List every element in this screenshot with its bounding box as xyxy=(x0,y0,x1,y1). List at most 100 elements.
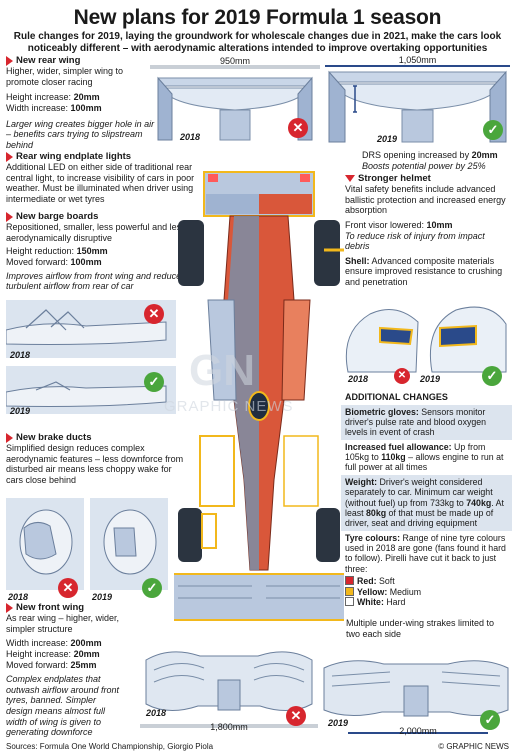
drs-text: DRS opening increased by xyxy=(362,150,472,160)
additional-changes: ADDITIONAL CHANGES Biometric gloves: Sen… xyxy=(341,390,512,609)
tyres-label: Tyre colours: xyxy=(345,532,401,543)
weight-value-1: 740kg xyxy=(466,497,492,508)
endplate-lights-desc: Additional LED on either side of traditi… xyxy=(6,162,195,205)
barge-moved-label: Moved forward: xyxy=(6,257,69,268)
barge-board-2018-illustration: ✕ xyxy=(6,300,176,358)
brake-duct-2018-illustration: ✕ xyxy=(6,498,84,598)
footer-sources: Sources: Formula One World Championship,… xyxy=(6,742,214,751)
endplate-lights-title: Rear wing endplate lights xyxy=(16,151,132,162)
cross-icon: ✕ xyxy=(144,304,164,324)
front-height-label: Height increase: xyxy=(6,649,72,660)
brake-ducts-desc: Simplified design reduces complex aerody… xyxy=(6,443,184,486)
helmet-year-old: 2018 xyxy=(348,374,369,384)
cross-icon: ✕ xyxy=(288,118,308,138)
tyre-item-white: White: Hard xyxy=(345,596,508,607)
barge-board-2019-illustration: ✓ xyxy=(6,366,176,414)
arrow-marker-icon xyxy=(6,602,13,613)
front-wing-new-width: 2,000mm xyxy=(399,726,437,736)
front-width-label: Width increase: xyxy=(6,638,69,649)
front-wing-old-width: 1,800mm xyxy=(210,722,248,732)
page-title: New plans for 2019 Formula 1 season xyxy=(73,6,442,29)
arrow-marker-icon xyxy=(6,432,13,443)
tyre-item-yellow: Yellow: Medium xyxy=(345,586,508,597)
arrow-marker-icon xyxy=(6,211,13,222)
brake-ducts-section: New brake ducts Simplified design reduce… xyxy=(6,432,186,486)
rear-wing-height-value: 20mm xyxy=(73,92,100,103)
helmet-year-new: 2019 xyxy=(420,374,441,384)
barge-boards-note: Improves airflow from front wing and red… xyxy=(6,270,186,292)
rear-wing-section: New rear wing Higher, wider, simpler win… xyxy=(6,55,156,150)
visor-note: To reduce risk of injury from impact deb… xyxy=(345,230,485,252)
front-wing-section: New front wing As rear wing – higher, wi… xyxy=(6,602,126,738)
watermark-logo: GN xyxy=(189,346,255,395)
fuel-value: 110kg xyxy=(381,452,406,463)
rear-wing-width-value: 100mm xyxy=(70,103,102,114)
rear-wing-height-label: Height increase: xyxy=(6,92,72,103)
barge-boards-section: New barge boards Repositioned, smaller, … xyxy=(6,211,196,292)
rear-wing-2019-illustration: 1,050mm 2019 ✓ xyxy=(325,55,510,148)
helmet-section: Stronger helmet Vital safety benefits in… xyxy=(345,173,510,288)
rear-wing-year-new: 2019 xyxy=(377,134,398,144)
arrow-marker-icon xyxy=(6,55,13,66)
gloves-row: Biometric gloves: Sensors monitor driver… xyxy=(341,404,512,440)
weight-label: Weight: xyxy=(345,476,378,487)
tyre-swatch-yellow xyxy=(345,586,354,596)
shell-label: Shell: xyxy=(345,255,370,266)
rear-wing-year-old: 2018 xyxy=(180,132,201,142)
drs-value: 20mm xyxy=(471,150,498,160)
barge-year-old: 2018 xyxy=(10,350,31,360)
rear-wing-2018-illustration: 950mm 2018 ✕ xyxy=(150,56,320,146)
fuel-label: Increased fuel allowance: xyxy=(345,441,452,452)
rear-wing-title: New rear wing xyxy=(16,55,81,66)
rear-wing-new-width: 1,050mm xyxy=(398,55,437,65)
endplate-lights-section: Rear wing endplate lights Additional LED… xyxy=(6,151,206,205)
tyre-swatch-white xyxy=(345,596,354,606)
tyre-item-red: Red: Soft xyxy=(345,576,508,586)
tyres-row: Tyre colours: Range of nine tyre colours… xyxy=(341,531,512,610)
tyre-swatch-red xyxy=(345,576,354,586)
check-icon: ✓ xyxy=(482,366,502,386)
front-wing-year-new: 2019 xyxy=(328,718,349,728)
visor-label: Front visor lowered: xyxy=(345,220,425,231)
check-icon: ✓ xyxy=(144,372,164,392)
footer-credit: © GRAPHIC NEWS xyxy=(438,742,509,751)
drs-section: DRS opening increased by 20mm Boosts pot… xyxy=(362,150,512,171)
weight-text-3: of that must be made up of driver, seat … xyxy=(345,507,494,529)
watermark-text: GRAPHIC NEWS xyxy=(164,398,294,415)
check-icon: ✓ xyxy=(480,710,500,730)
front-wing-2019-illustration: 2019 2,000mm ✓ xyxy=(320,648,512,740)
fuel-text-2: – allows engine to run at full power at … xyxy=(345,452,504,473)
arrow-down-icon xyxy=(345,175,355,183)
front-moved-label: Moved forward: xyxy=(6,659,69,670)
front-wing-note: Complex endplates that outwash airflow a… xyxy=(6,674,120,738)
cross-icon: ✕ xyxy=(394,368,410,384)
barge-year-new: 2019 xyxy=(10,406,31,416)
weight-value-2: 80kg xyxy=(366,507,387,518)
barge-moved-value: 100mm xyxy=(70,257,102,268)
drs-note: Boosts potential power by 25% xyxy=(362,160,486,171)
brake-duct-2019-illustration: ✓ xyxy=(90,498,168,598)
under-wing-note: Multiple under-wing strakes limited to t… xyxy=(346,618,495,639)
car-illustration: GN GRAPHIC NEWS xyxy=(164,150,344,630)
check-icon: ✓ xyxy=(483,120,503,140)
barge-height-value: 150mm xyxy=(76,246,108,257)
shell-text: Advanced composite materials ensure impr… xyxy=(345,255,503,288)
intro-text: Rule changes for 2019, laying the ground… xyxy=(13,31,502,55)
front-height-value: 20mm xyxy=(73,649,100,660)
gloves-text: Sensors monitor driver's pulse rate and … xyxy=(345,406,487,438)
front-moved-value: 25mm xyxy=(70,659,97,670)
rear-wing-width-label: Width increase: xyxy=(6,103,69,114)
helmet-desc: Vital safety benefits include advanced b… xyxy=(345,184,506,216)
weight-text-1: Driver's weight considered separately to… xyxy=(345,476,493,508)
tyres-text: Range of nine tyre colours used in 2018 … xyxy=(345,532,506,574)
visor-value: 10mm xyxy=(426,220,453,231)
barge-boards-desc: Repositioned, smaller, less powerful and… xyxy=(6,222,186,243)
front-wing-2018-illustration: 1,800mm ✕ xyxy=(140,640,318,736)
helmet-title: Stronger helmet xyxy=(358,173,431,184)
barge-height-label: Height reduction: xyxy=(6,246,75,257)
check-icon: ✓ xyxy=(142,578,162,598)
cross-icon: ✕ xyxy=(58,578,78,598)
fuel-row: Increased fuel allowance: Up from 105kg … xyxy=(341,440,512,475)
rear-wing-old-width: 950mm xyxy=(219,56,250,66)
arrow-marker-icon xyxy=(6,151,13,162)
